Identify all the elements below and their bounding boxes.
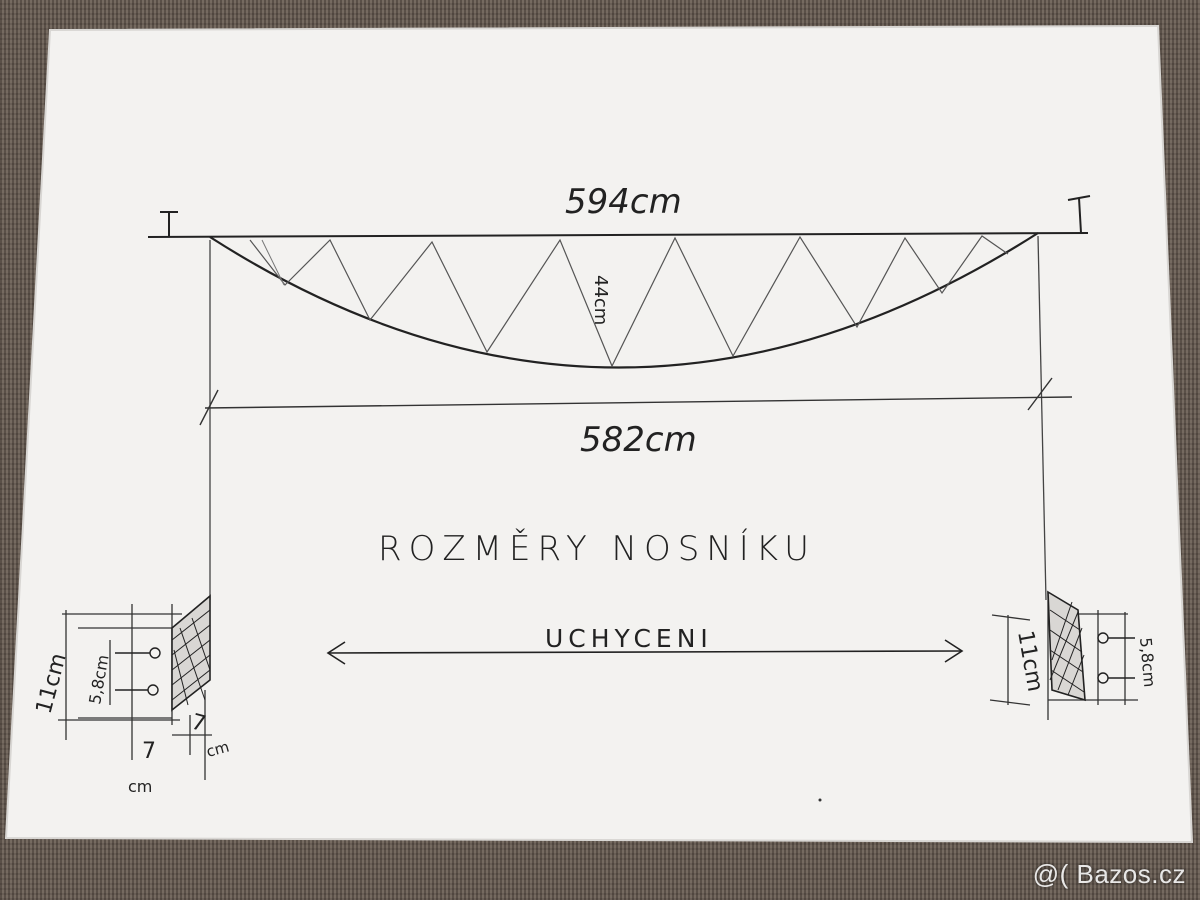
- right-hole-spacing-label: 5,8cm: [1136, 637, 1159, 688]
- drawing-title: ROZMĚRY NOSNÍKU: [378, 528, 816, 569]
- mount-label: UCHYCENI: [545, 624, 713, 653]
- bazos-watermark: @( Bazos.cz: [1032, 859, 1186, 889]
- support-lines: [209, 235, 1047, 601]
- truss-web: [249, 235, 1009, 368]
- left-width-a-unit: cm: [128, 777, 152, 796]
- paper-background: [6, 26, 1192, 842]
- depth-label: 44cm: [590, 275, 611, 325]
- left-mount-detail: 11cm 5,8cm 7 cm 7 cm: [32, 594, 231, 796]
- left-width-b-unit: cm: [204, 738, 231, 761]
- left-width-a-number: 7: [142, 739, 156, 764]
- top-chord: [147, 195, 1091, 238]
- bottom-chord-curve: [209, 232, 1039, 369]
- left-width-b-number: 7: [188, 710, 208, 738]
- mount-arrow: [326, 639, 964, 665]
- span-dimension-line: [199, 377, 1073, 426]
- top-length-label: 594cm: [565, 182, 682, 222]
- bottom-length-label: 582cm: [580, 420, 697, 460]
